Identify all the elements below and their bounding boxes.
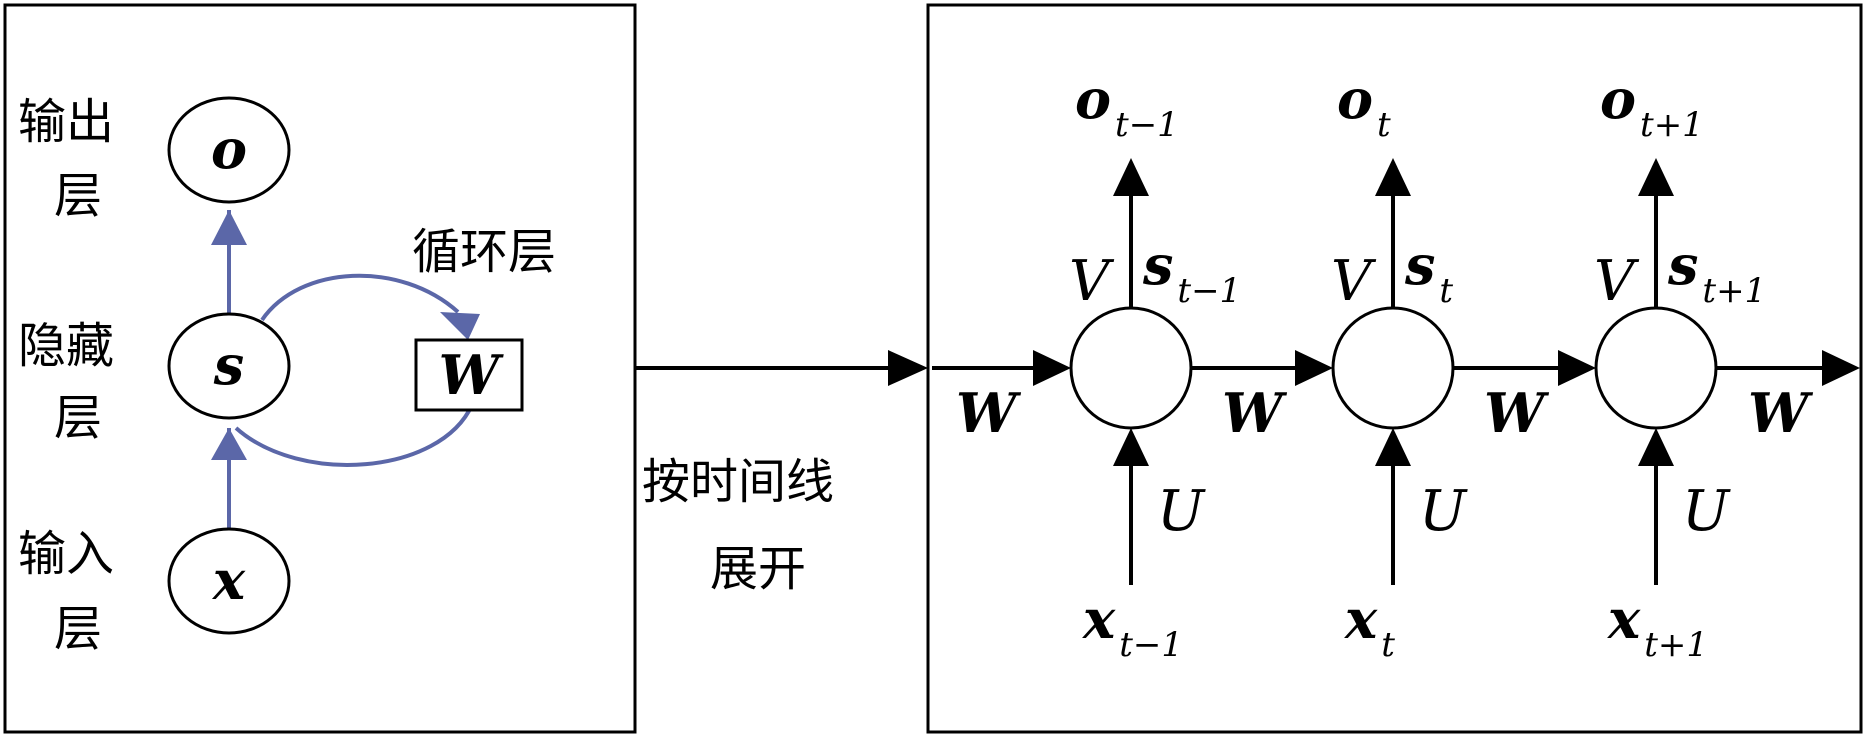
- unfold-arrowhead: [888, 350, 928, 386]
- input-layer-label-line1: 输入: [18, 526, 114, 582]
- recurrent-loop-top-arc: [260, 273, 460, 322]
- output-arrow-0-head: [1113, 158, 1149, 196]
- w-arrow-2-head: [1558, 350, 1596, 386]
- w-label-1: W: [1222, 381, 1288, 445]
- u-label-0: U: [1157, 479, 1206, 544]
- input-arrow-2-head: [1638, 428, 1674, 466]
- w-arrow-0-head: [1033, 350, 1071, 386]
- w-label-0: W: [956, 381, 1022, 445]
- input-to-hidden-arrowhead: [211, 428, 247, 460]
- u-label-2: U: [1682, 479, 1731, 544]
- recurrent-loop-arrowhead: [440, 312, 480, 340]
- hidden-node-label: s: [213, 333, 244, 397]
- w-label-3: W: [1748, 381, 1814, 445]
- recurrent-weight-label: W: [439, 343, 505, 407]
- input-arrow-1-head: [1375, 428, 1411, 466]
- hidden-layer-label-line2: 层: [54, 390, 102, 446]
- unrolled-rnn-panel: [926, 3, 1863, 734]
- v-label-1: V: [1331, 249, 1377, 314]
- input-node: [167, 527, 291, 635]
- output-arrow-1-head: [1375, 158, 1411, 196]
- folded-rnn-panel: [3, 3, 637, 734]
- w-arrow-1-head: [1295, 350, 1333, 386]
- w-label-2: W: [1484, 381, 1550, 445]
- v-label-2: V: [1594, 249, 1640, 314]
- unfold-label-line2: 展开: [710, 541, 806, 597]
- state-node-1: [1331, 306, 1455, 430]
- output-node-label: o: [211, 117, 247, 181]
- w-arrow-out-head: [1822, 350, 1860, 386]
- input-node-label: x: [212, 548, 246, 612]
- recurrent-weight-box: [414, 338, 524, 412]
- output-node: [167, 96, 291, 204]
- output-arrow-2-head: [1638, 158, 1674, 196]
- v-label-0: V: [1069, 249, 1115, 314]
- state-node-0: [1069, 306, 1193, 430]
- output-layer-label-line2: 层: [54, 168, 102, 224]
- u-label-1: U: [1419, 479, 1468, 544]
- output-layer-label-line1: 输出: [18, 94, 114, 150]
- unfold-label-line1: 按时间线: [642, 454, 834, 510]
- recurrent-layer-label: 循环层: [412, 224, 556, 280]
- input-arrow-0-head: [1113, 428, 1149, 466]
- hidden-layer-label-line1: 隐藏: [18, 318, 114, 374]
- state-node-2: [1594, 306, 1718, 430]
- recurrent-loop-bottom-arc: [234, 404, 474, 467]
- hidden-node: [167, 312, 291, 420]
- input-layer-label-line2: 层: [54, 601, 102, 657]
- hidden-to-output-arrowhead: [211, 210, 247, 245]
